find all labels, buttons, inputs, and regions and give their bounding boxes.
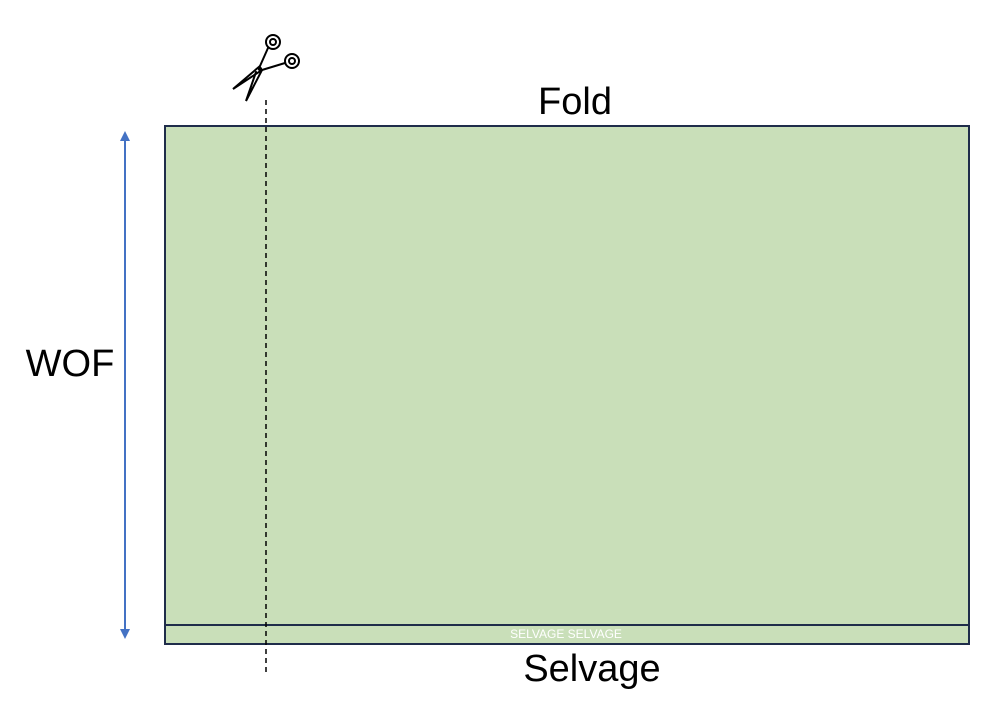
selvage-label: Selvage — [523, 648, 660, 690]
fold-label: Fold — [538, 81, 612, 123]
wof-label: WOF — [26, 343, 115, 385]
scissors-icon — [232, 34, 300, 102]
fabric-panel — [164, 125, 970, 645]
selvage-strip-text: SELVAGE SELVAGE — [510, 627, 622, 641]
